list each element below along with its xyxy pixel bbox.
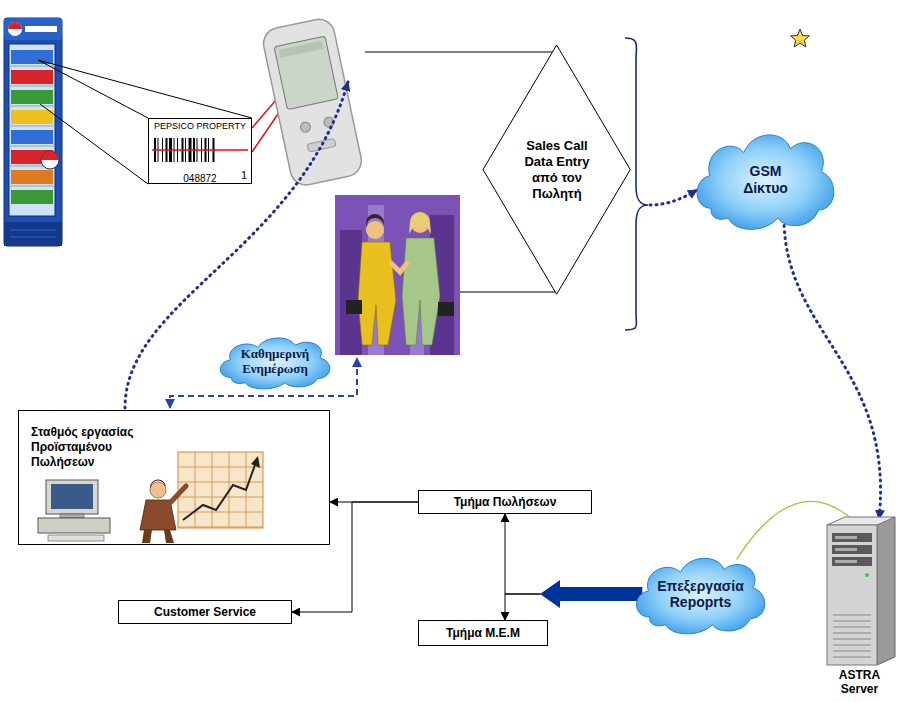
label-heading: PEPSICO PROPERTY: [152, 121, 248, 131]
cloud-label: Καθημερινή Ενημέρωση: [234, 347, 316, 377]
text-holder: Καθημερινή Ενημέρωση: [213, 331, 337, 393]
scan-line: [152, 149, 248, 151]
server-node: ASTRA Server: [815, 515, 904, 698]
box-label: Customer Service: [154, 605, 256, 619]
network-cloud: GSM Δίκτυο: [688, 122, 843, 237]
cloud-label: GSM Δίκτυο: [735, 163, 797, 195]
service-box: Customer Service: [118, 600, 292, 624]
cloud-outline: [636, 558, 764, 634]
text-holder: Sales Call Data Entry από τον Πωλητή: [483, 45, 630, 294]
workstation-box: Σταθμός εργασίας Προϊσταμένου Πωλήσεων: [18, 410, 330, 545]
text-holder: GSM Δίκτυο: [688, 122, 843, 237]
computer-case: [38, 518, 110, 533]
diamond-outline: [483, 45, 630, 294]
box-label: Τμήμα Μ.Ε.Μ: [446, 626, 520, 640]
label-footer: 048872 1: [152, 168, 248, 181]
leader-line: [38, 60, 148, 118]
server-illustration: [815, 515, 904, 667]
trend-line: [183, 462, 256, 520]
cloud-outline: [220, 338, 330, 389]
handheld-terminal: [261, 16, 365, 187]
connector: [784, 226, 880, 520]
decision-label: Sales Call Data Entry από τον Πωλητή: [517, 138, 597, 202]
decision-diamond: Sales Call Data Entry από τον Πωλητή: [483, 45, 630, 294]
asset-number: 048872: [183, 173, 216, 184]
fridge-illustration: [4, 18, 62, 246]
barcode-stripes: [152, 138, 248, 162]
cloud-outline: [697, 135, 834, 229]
dotted-arrow: [650, 190, 697, 205]
connector: [505, 594, 540, 620]
box-label: Τμήμα Πωλήσεων: [454, 495, 557, 509]
monitor: [46, 480, 98, 514]
label-index: 1: [241, 169, 247, 181]
leader-line: [38, 60, 252, 118]
join-line: [365, 52, 557, 62]
processing-cloud: Επεξεργασία Repoprts: [628, 548, 773, 640]
connector-line: [505, 514, 540, 594]
workstation-label: Σταθμός εργασίας Προϊσταμένου Πωλήσεων: [31, 425, 166, 470]
department-box: Τμήμα Μ.Ε.Μ: [418, 620, 548, 646]
department-box: Τμήμα Πωλήσεων: [418, 490, 592, 514]
join-line: [460, 278, 557, 292]
brace: [625, 38, 648, 330]
text-holder: Επεξεργασία Repoprts: [628, 548, 773, 640]
leader-line: [40, 104, 148, 184]
connector-line: [784, 226, 880, 520]
connector-line: [505, 594, 540, 620]
server-front: [827, 525, 877, 665]
handshake-illustration: [335, 195, 460, 355]
asset-label: PEPSICO PROPERTY 048872 1: [148, 118, 252, 184]
server-label: ASTRA Server: [829, 668, 891, 696]
dotted-arrow: [125, 82, 348, 408]
keyboard: [48, 535, 104, 541]
star-symbol: [791, 29, 810, 47]
man-head: [150, 482, 166, 498]
cloud-label: Επεξεργασία Repoprts: [652, 578, 748, 610]
block-arrow: [540, 580, 642, 608]
chart-ground: [178, 452, 263, 528]
update-cloud: Καθημερινή Ενημέρωση: [213, 331, 337, 393]
